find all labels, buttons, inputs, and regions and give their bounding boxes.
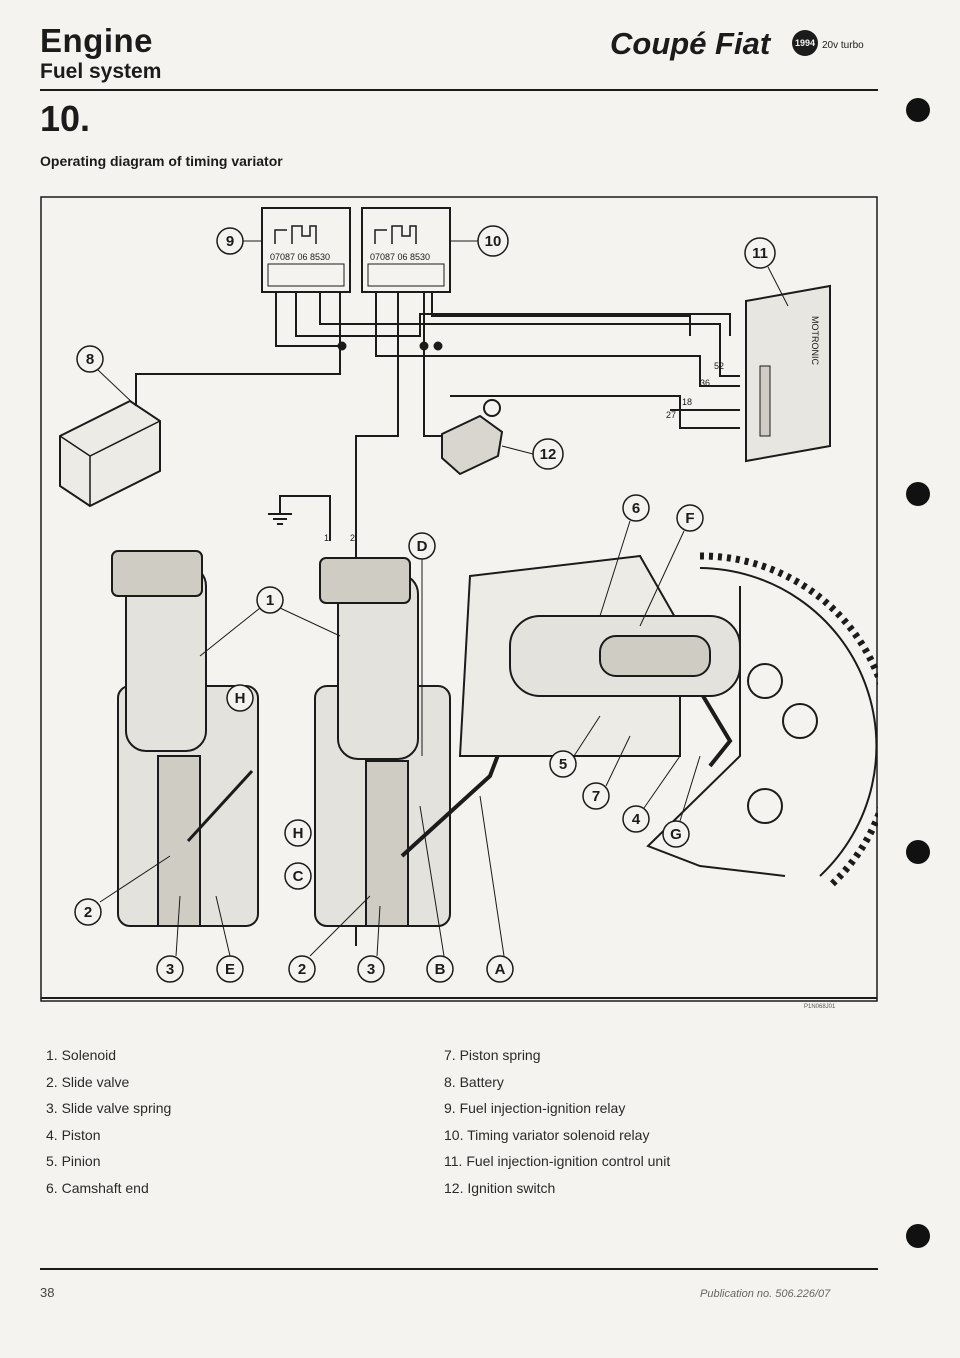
callout-E: E	[216, 955, 244, 983]
legend-item: 2. Slide valve	[46, 1073, 130, 1090]
wire-number-27: 27	[666, 410, 676, 420]
solenoid-pin-2: 2	[350, 533, 355, 543]
legend-left: 1. Solenoid 2. Slide valve 3. Slide valv…	[46, 1042, 171, 1201]
section-title: Engine	[40, 22, 154, 59]
svg-text:10: 10	[485, 233, 502, 250]
svg-text:12: 12	[540, 446, 557, 463]
callout-2b: 2	[288, 955, 316, 983]
callout-4: 4	[622, 805, 650, 833]
publication-number: Publication no. 506.226/07	[700, 1288, 831, 1300]
legend-item: 11. Fuel injection-ignition control unit	[444, 1153, 671, 1169]
svg-text:B: B	[435, 961, 446, 978]
callout-F: F	[676, 504, 704, 532]
legend-item: 10. Timing variator solenoid relay	[444, 1126, 650, 1143]
callout-6: 6	[622, 494, 650, 522]
callout-11: 11	[744, 237, 776, 269]
legend-item: 1. Solenoid	[46, 1047, 117, 1063]
footer-rule	[40, 1268, 878, 1270]
camshaft-variator	[458, 554, 741, 757]
relay-code: 07087 06 8530	[270, 252, 330, 262]
legend-item: 4. Piston	[46, 1126, 101, 1143]
svg-text:4: 4	[632, 811, 641, 828]
ignition-switch	[441, 399, 504, 476]
brand-title: Coupé Fiat	[610, 26, 771, 61]
svg-text:D: D	[417, 538, 428, 555]
subsection-title: Fuel system	[40, 60, 162, 83]
callout-9: 9	[216, 227, 244, 255]
callout-7: 7	[582, 782, 610, 810]
binding-hole-dot	[906, 482, 930, 506]
callout-C: C	[284, 862, 312, 890]
svg-text:2: 2	[298, 961, 306, 978]
legend-item: 6. Camshaft end	[46, 1179, 149, 1196]
svg-text:A: A	[495, 961, 506, 978]
callout-3b: 3	[357, 955, 385, 983]
timing-pulley	[646, 552, 878, 889]
callout-12: 12	[532, 438, 564, 470]
solenoid-pin-1: 1	[324, 533, 329, 543]
wire-number-18: 18	[682, 397, 692, 407]
svg-text:5: 5	[559, 756, 567, 773]
binding-hole-dot	[906, 98, 930, 122]
legend-item: 7. Piston spring	[444, 1047, 541, 1063]
svg-text:11: 11	[752, 245, 768, 262]
svg-text:E: E	[225, 961, 235, 978]
callout-H: H	[226, 684, 254, 712]
binding-hole-dot	[906, 1224, 930, 1248]
figure-reference-code: P1N068J01	[804, 1004, 836, 1010]
legend-item: 3. Slide valve spring	[46, 1100, 172, 1116]
control-unit: MOTRONIC	[745, 284, 831, 463]
svg-text:7: 7	[592, 788, 600, 805]
callout-D: D	[408, 532, 436, 560]
variator-relay: 07087 06 8530	[361, 207, 451, 293]
solenoid-assembly-right	[314, 557, 451, 927]
injection-relay: 07087 06 8530	[261, 207, 351, 293]
ground-symbol	[268, 513, 292, 525]
callout-3: 3	[156, 955, 184, 983]
header-rule	[40, 89, 878, 91]
callout-G: G	[662, 820, 690, 848]
svg-text:C: C	[293, 868, 304, 885]
svg-text:2: 2	[84, 904, 92, 921]
brand-logo: 1994	[792, 30, 818, 56]
callout-1: 1	[256, 586, 284, 614]
figure-caption: Operating diagram of timing variator	[40, 153, 283, 169]
svg-text:9: 9	[226, 233, 234, 250]
binding-hole-dot	[906, 840, 930, 864]
section-number: 10.	[40, 98, 91, 139]
wire-number-52: 52	[714, 361, 724, 371]
legend-item: 9. Fuel injection-ignition relay	[444, 1100, 626, 1116]
model-variant: 20v turbo	[822, 40, 864, 51]
ecu-label: MOTRONIC	[810, 316, 820, 365]
wire-number-36: 36	[700, 378, 710, 388]
svg-text:3: 3	[166, 961, 174, 978]
page-number: 38	[40, 1285, 55, 1300]
svg-text:F: F	[685, 510, 694, 527]
svg-text:6: 6	[632, 500, 640, 517]
callout-10: 10	[477, 225, 509, 257]
svg-text:H: H	[235, 690, 246, 707]
svg-text:G: G	[670, 826, 682, 843]
callout-5: 5	[549, 750, 577, 778]
leader-lines	[97, 240, 789, 957]
legend-item: 5. Pinion	[46, 1153, 101, 1169]
callout-2: 2	[74, 898, 102, 926]
timing-variator-diagram: 07087 06 8530 07087 06 8530 1 2 MOTRONI	[40, 196, 878, 1002]
legend-item: 12. Ignition switch	[444, 1179, 556, 1196]
svg-text:3: 3	[367, 961, 375, 978]
legend-right: 7. Piston spring 8. Battery 9. Fuel inje…	[444, 1042, 670, 1201]
solenoid-assembly-left	[111, 550, 259, 927]
callout-B: B	[426, 955, 454, 983]
callout-A: A	[486, 955, 514, 983]
svg-text:H: H	[293, 825, 304, 842]
callout-8: 8	[76, 345, 104, 373]
relay-code: 07087 06 8530	[370, 252, 430, 262]
svg-text:1: 1	[266, 592, 274, 609]
battery	[59, 399, 161, 508]
callout-Hb: H	[284, 819, 312, 847]
callout-labels: 1 2 2 3 3 4 5 6 7 8 9 10 11 12 A B C D E…	[74, 225, 776, 983]
flow-arrow	[186, 769, 254, 843]
legend-item: 8. Battery	[444, 1073, 504, 1090]
svg-text:8: 8	[86, 351, 94, 368]
